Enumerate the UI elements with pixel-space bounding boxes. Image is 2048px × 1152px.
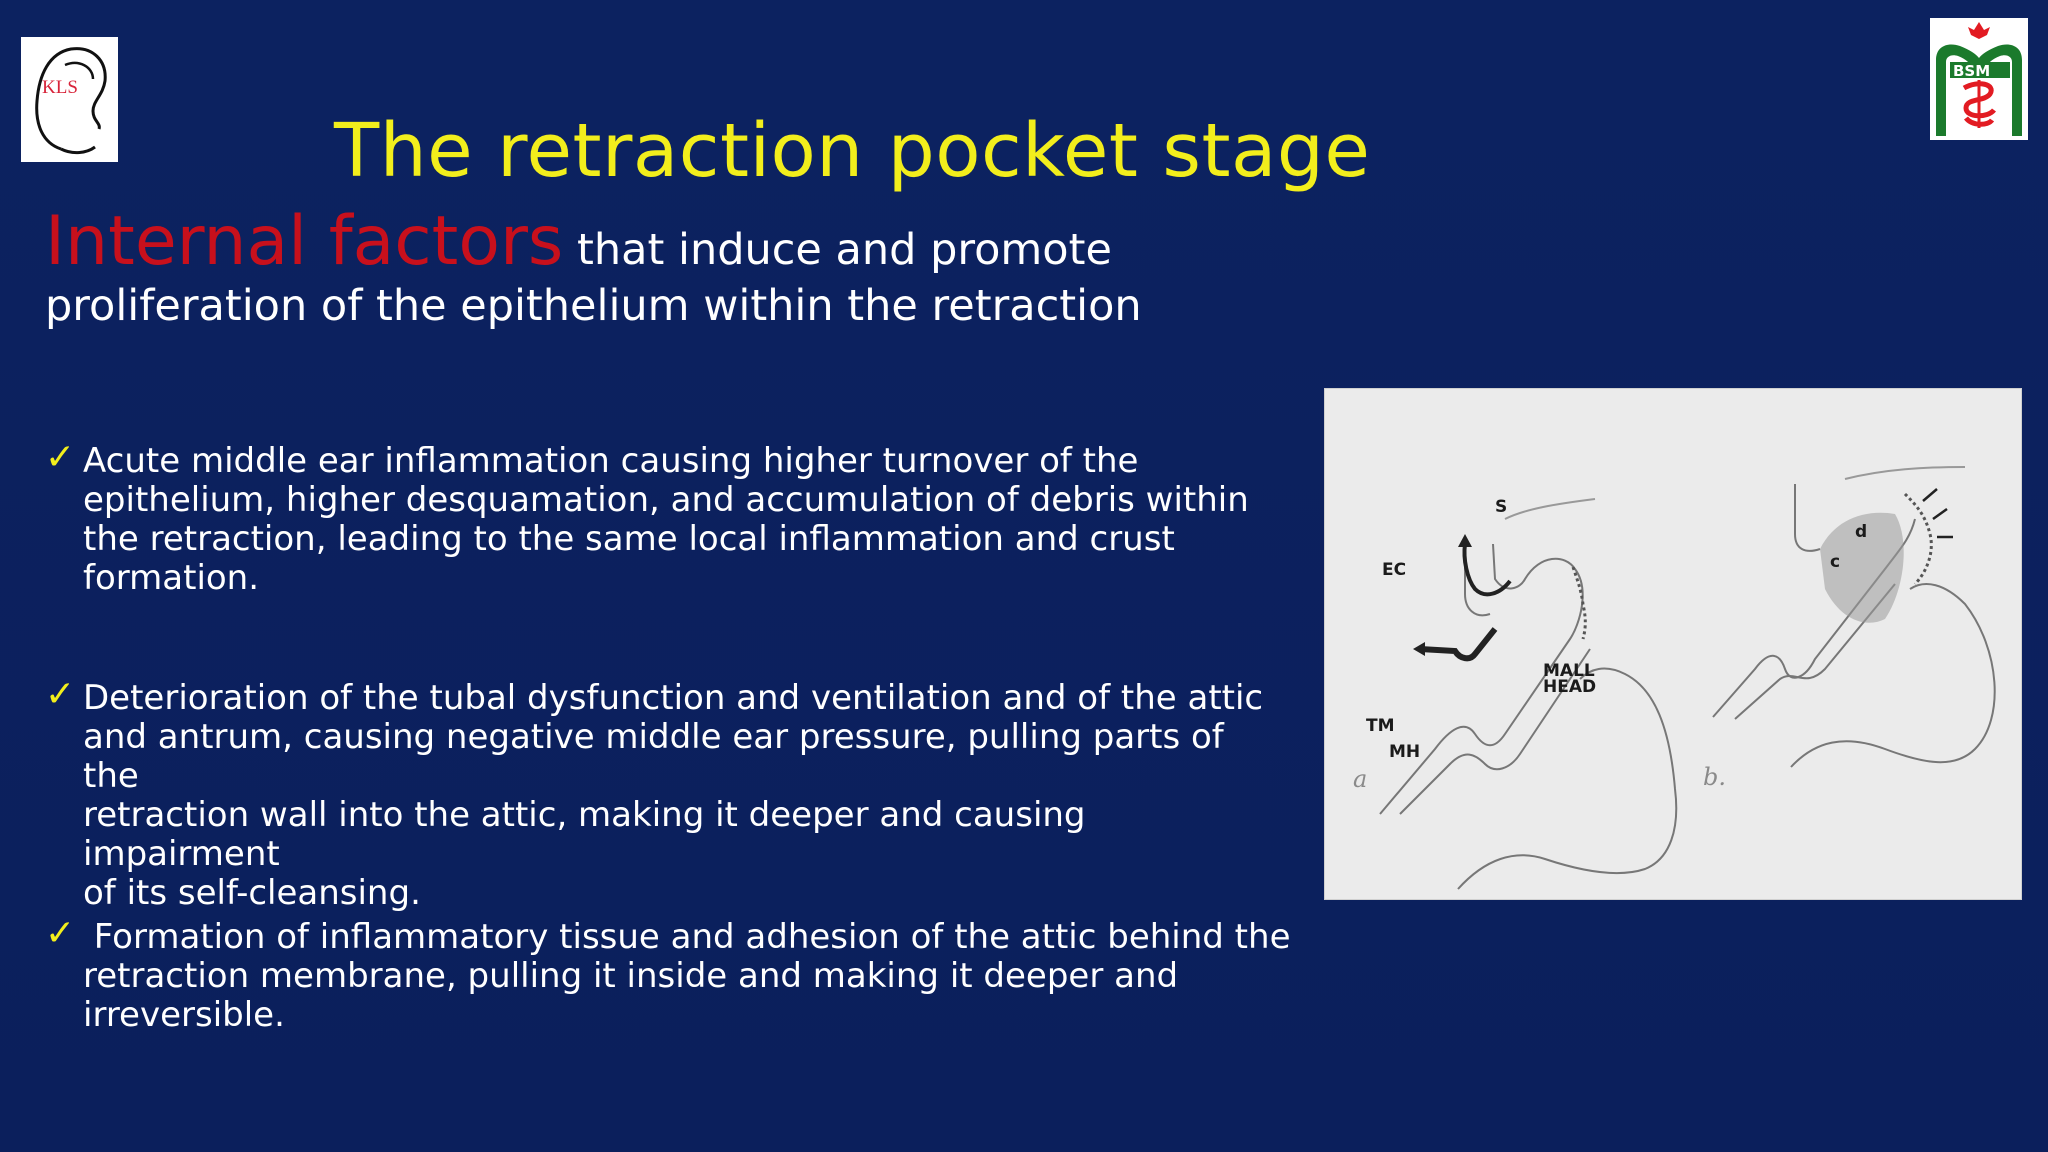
svg-text:KLS: KLS [42,77,78,98]
bullet-item: ✓ Formation of inflammatory tissue and a… [45,913,1291,1035]
svg-text:a: a [1353,765,1367,793]
svg-text:TM: TM [1366,716,1395,736]
subtitle-highlight: Internal factors [45,202,564,281]
slide-title: The retraction pocket stage [334,107,1371,194]
checkmark-icon: ✓ [45,674,76,715]
subtitle: Internal factors that induce and promote… [45,208,1245,334]
svg-text:MALL: MALL [1543,661,1595,681]
svg-text:d: d [1855,522,1867,542]
bsm-logo: BSM [1930,18,2028,140]
bullet-item: ✓ Deterioration of the tubal dysfunction… [45,674,1264,913]
svg-text:EC: EC [1382,560,1406,580]
svg-text:b.: b. [1703,763,1726,791]
subtitle-rest-line1: that induce and promote [563,225,1112,275]
svg-text:c: c [1830,552,1840,572]
bullet-item: ✓ Acute middle ear inflammation causing … [45,437,1249,598]
svg-text:MH: MH [1389,742,1420,762]
svg-text:HEAD: HEAD [1543,677,1596,697]
svg-text:S: S [1495,497,1507,517]
subtitle-rest-line2: proliferation of the epithelium within t… [45,281,1142,331]
svg-text:BSM: BSM [1953,62,1990,80]
emblem-icon: BSM [1936,22,2022,136]
anatomy-illustration: S EC MALL HEAD TM MH a d [1325,389,2021,899]
checkmark-icon: ✓ [45,437,76,478]
ear-icon: KLS [35,47,107,155]
kls-logo: KLS [21,37,118,162]
checkmark-icon: ✓ [45,913,76,954]
retraction-pocket-diagram: S EC MALL HEAD TM MH a d [1324,388,2022,900]
